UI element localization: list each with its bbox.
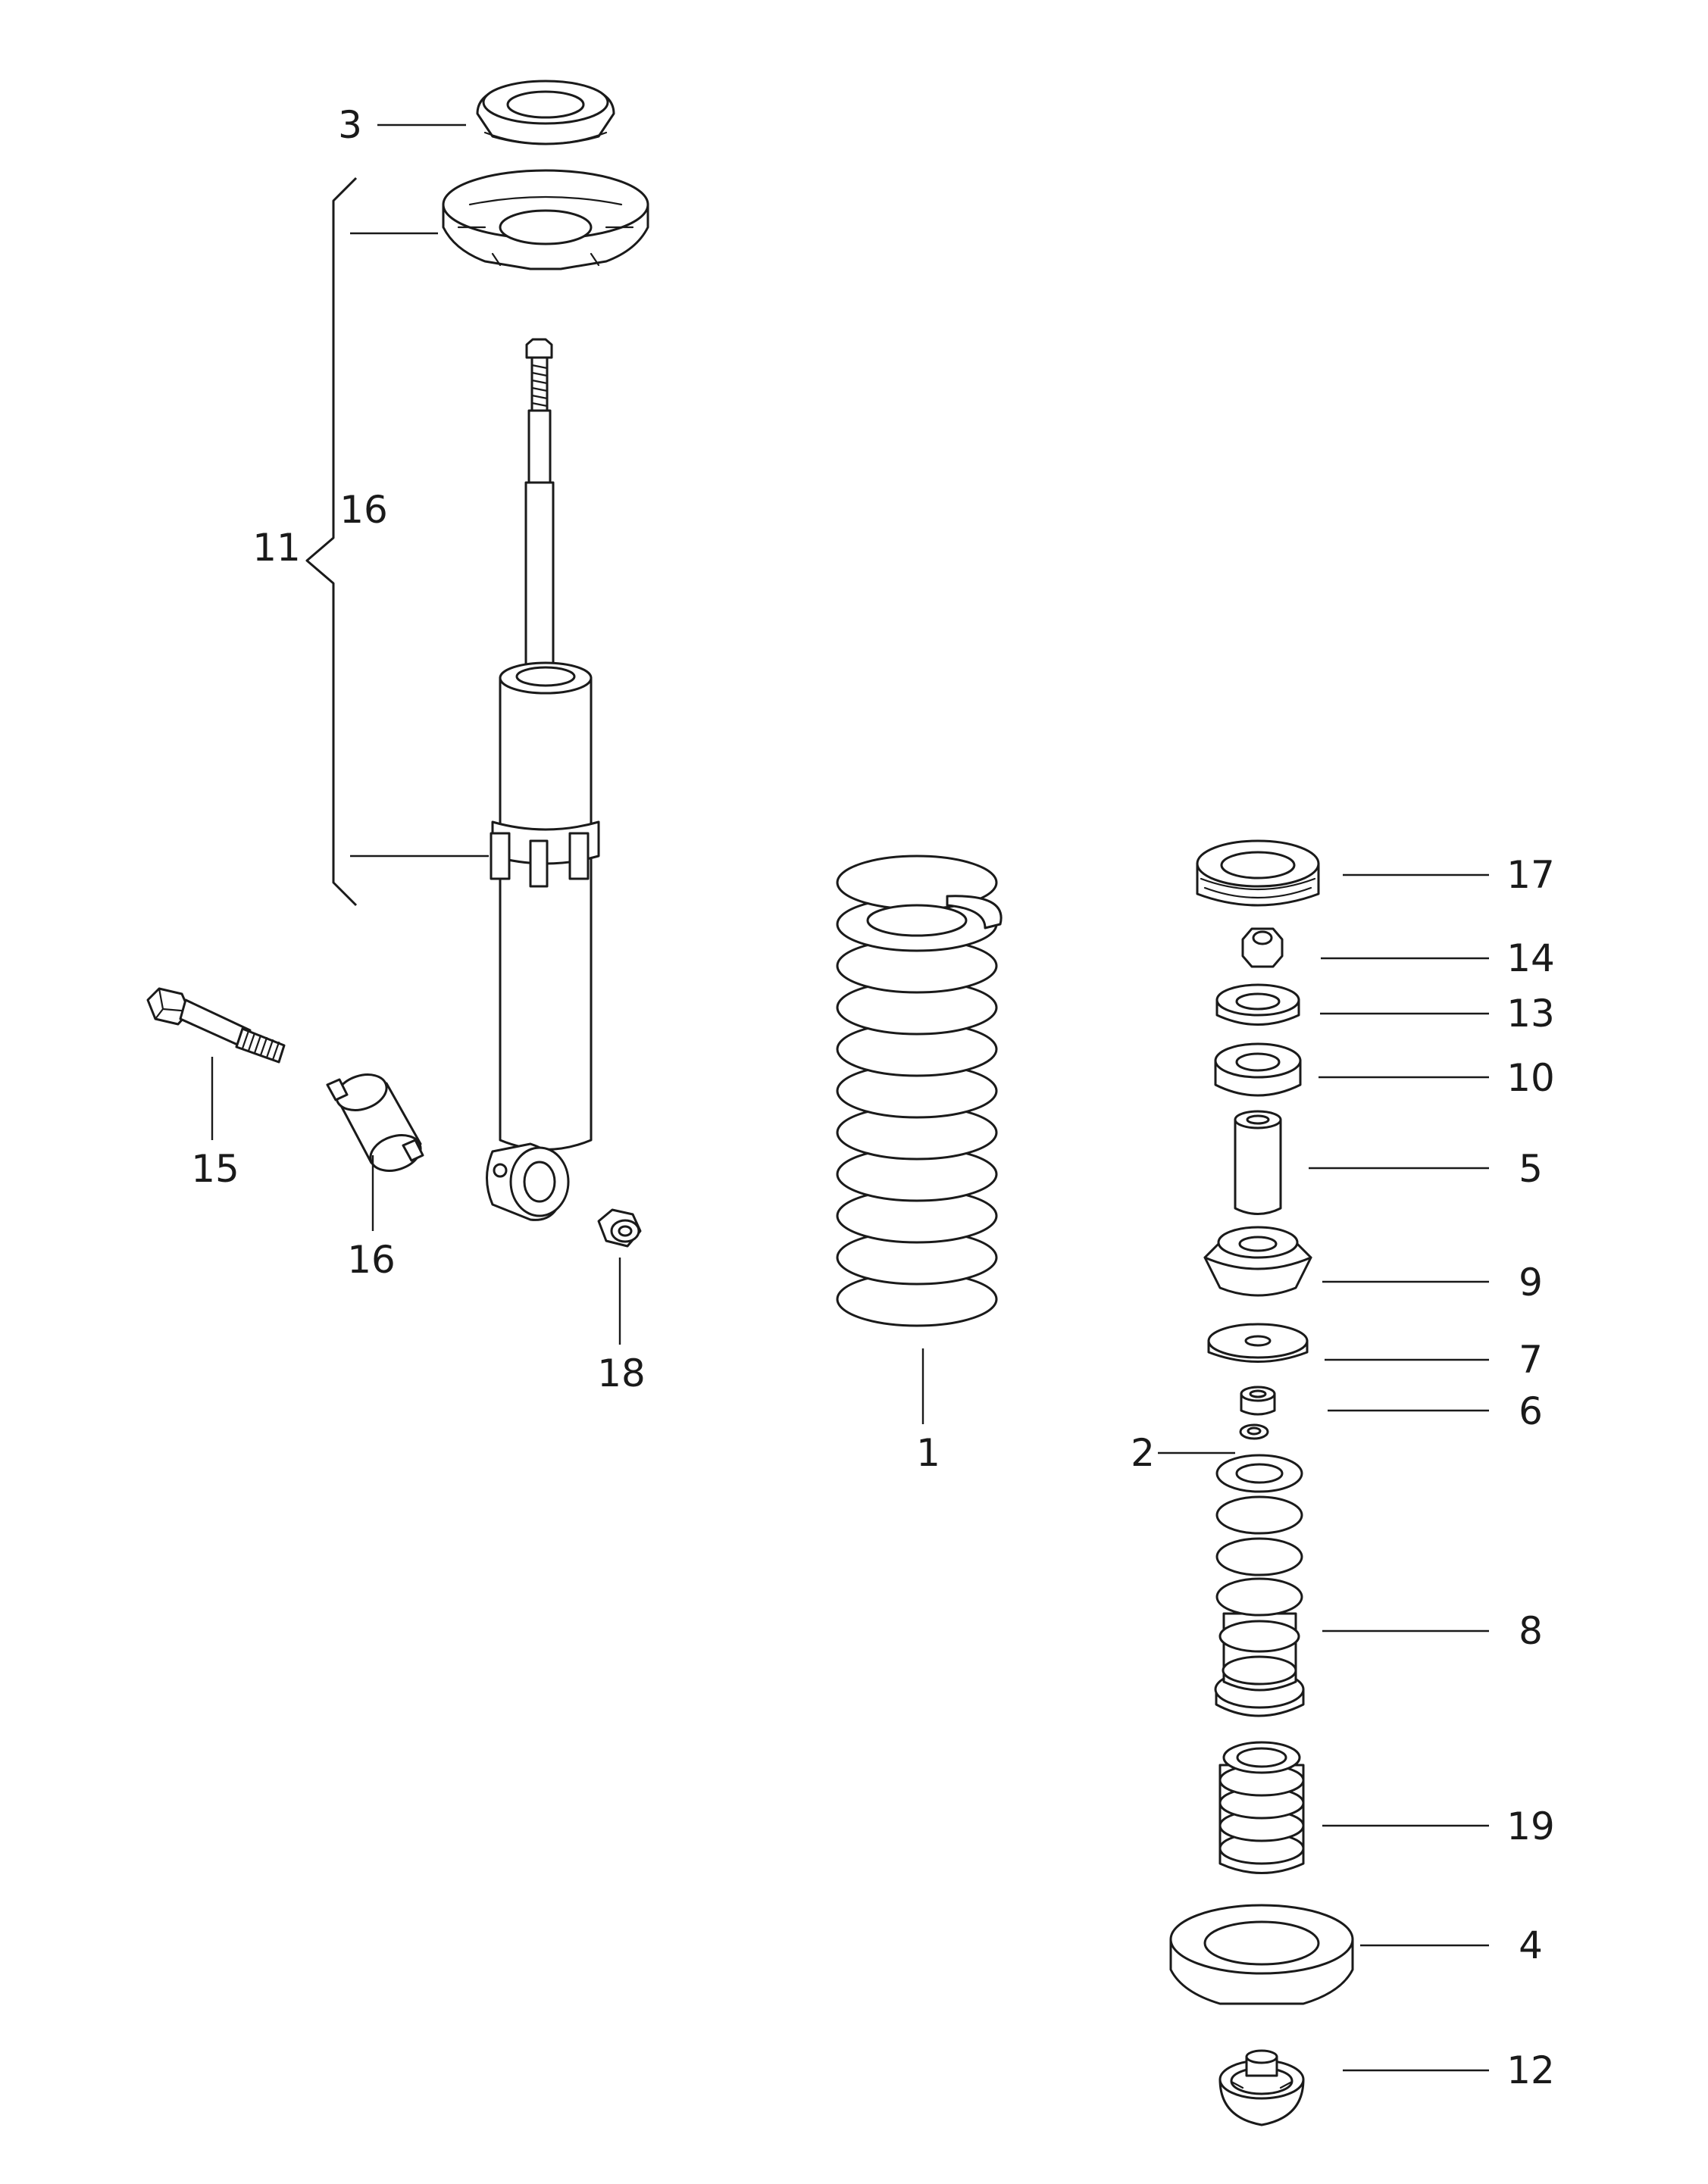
callout-9: 9 [1519,1261,1543,1304]
callout-4: 4 [1519,1923,1543,1967]
callout-3: 3 [338,103,362,147]
callout-18: 18 [597,1351,646,1395]
part-17-top-cap [1196,839,1320,907]
callout-17: 17 [1506,853,1555,897]
part-19-dust-boot [1218,1741,1305,1874]
callout-12: 12 [1506,2048,1555,2092]
callout-1: 1 [916,1431,940,1475]
callout-16-brace: 16 [339,488,388,532]
callout-5: 5 [1519,1147,1543,1191]
assembly-brace [305,177,489,907]
callout-6: 6 [1519,1389,1543,1433]
part-5-spacer-sleeve [1234,1110,1282,1215]
shock-absorber [486,338,600,1221]
part-4-spring-seat [1169,1904,1354,2005]
callout-13: 13 [1506,992,1555,1036]
callout-labels: 3 16 11 15 16 18 1 17 14 13 10 5 9 7 6 2… [191,103,1555,2092]
part-13-washer [1215,983,1300,1026]
part-15-bolt [146,987,286,1064]
part-3-upper-rubber-mount [476,80,615,145]
part-8-bump-stop [1214,1454,1305,1717]
part-10-rubber-bush [1214,1042,1302,1097]
callout-15: 15 [191,1147,239,1191]
part-7-washer [1207,1323,1309,1363]
callout-11: 11 [252,526,301,570]
part-14-nut [1241,927,1284,968]
leader-lines [211,123,1489,2072]
callout-19: 19 [1506,1804,1555,1848]
callout-10: 10 [1506,1056,1555,1100]
part-18-nut [597,1208,642,1248]
part-2-lock-washer [1239,1423,1269,1440]
callout-8: 8 [1519,1609,1543,1653]
callout-7: 7 [1519,1338,1543,1382]
part-12-lower-cup [1218,2049,1305,2126]
callout-14: 14 [1506,936,1555,980]
callout-16-bushing: 16 [347,1238,396,1282]
part-16-bushing [326,1073,424,1172]
callout-2: 2 [1131,1431,1155,1475]
upper-spring-seat [442,169,649,270]
part-1-coil-spring [836,855,1003,1327]
part-6-spacer [1240,1386,1276,1416]
part-9-rubber-bush [1203,1226,1312,1297]
